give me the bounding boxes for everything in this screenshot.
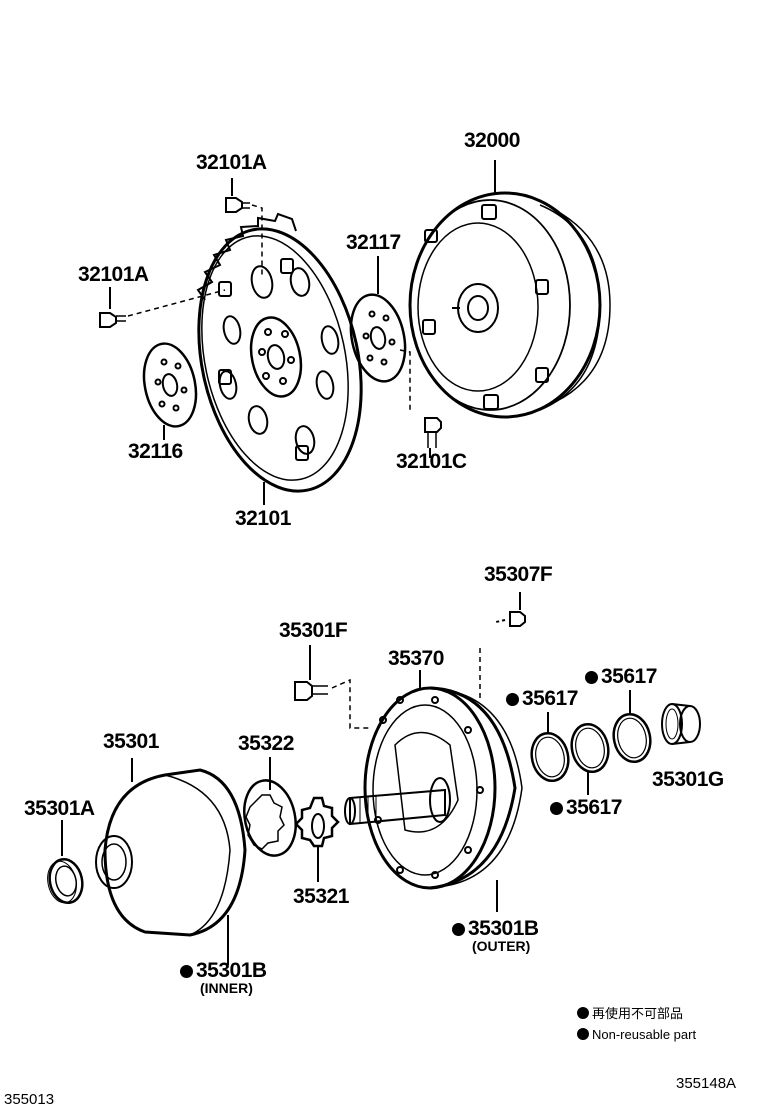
figure-code-left: 355013 xyxy=(4,1091,55,1108)
non-reusable-dot xyxy=(585,671,598,684)
figure-code-right: 355148A xyxy=(676,1075,737,1092)
label-35321: 35321 xyxy=(293,885,349,908)
bolt-35307F xyxy=(479,592,526,700)
non-reusable-dot xyxy=(550,802,563,815)
label-35301B-outer: 35301B xyxy=(452,918,539,940)
seal-rings-35617 xyxy=(530,690,652,795)
label-32000: 32000 xyxy=(464,129,520,152)
non-reusable-dot xyxy=(452,923,465,936)
label-35307F: 35307F xyxy=(484,563,553,586)
label-32101: 32101 xyxy=(235,507,291,530)
non-reusable-dot xyxy=(180,965,193,978)
note-inner: (INNER) xyxy=(200,980,253,996)
torque-converter-32000 xyxy=(408,160,611,419)
spacer-plate-32116 xyxy=(142,342,198,440)
legend-dot xyxy=(577,1028,589,1040)
legend-line-english: Non-reusable part xyxy=(577,1027,696,1043)
oil-pump-35370 xyxy=(344,670,523,912)
label-32101A-top: 32101A xyxy=(196,151,267,174)
label-35617-right: 35617 xyxy=(585,666,657,688)
label-35301G: 35301G xyxy=(652,768,724,791)
bolt-32101C xyxy=(424,417,442,458)
label-32101C: 32101C xyxy=(396,450,467,473)
label-32116: 32116 xyxy=(128,440,183,463)
note-outer: (OUTER) xyxy=(472,938,531,954)
label-32117: 32117 xyxy=(346,231,401,254)
bolt-32101A-left xyxy=(99,287,226,328)
label-35301B-inner: 35301B xyxy=(180,960,267,982)
legend-line-japanese: 再使用不可部品 xyxy=(577,1006,683,1022)
drive-gear-35321 xyxy=(294,796,340,882)
plate-32117 xyxy=(349,256,411,410)
bushing-35301G xyxy=(661,703,701,745)
driven-gear-35322 xyxy=(243,757,297,857)
label-35301: 35301 xyxy=(103,730,159,753)
oil-seal-35301A xyxy=(47,820,84,905)
label-35617-bottom: 35617 xyxy=(550,797,622,819)
label-32101A-left: 32101A xyxy=(78,263,149,286)
label-35301F: 35301F xyxy=(279,619,348,642)
pump-body-35301 xyxy=(95,758,247,965)
bolt-35301F xyxy=(294,645,372,729)
bolt-32101A-top xyxy=(225,178,263,275)
label-35301A: 35301A xyxy=(24,797,95,820)
label-35617-middle: 35617 xyxy=(506,688,578,710)
legend-dot xyxy=(577,1007,589,1019)
label-35370: 35370 xyxy=(388,647,444,670)
drive-plate-32101 xyxy=(196,212,363,505)
label-35322: 35322 xyxy=(238,732,294,755)
non-reusable-dot xyxy=(506,693,519,706)
